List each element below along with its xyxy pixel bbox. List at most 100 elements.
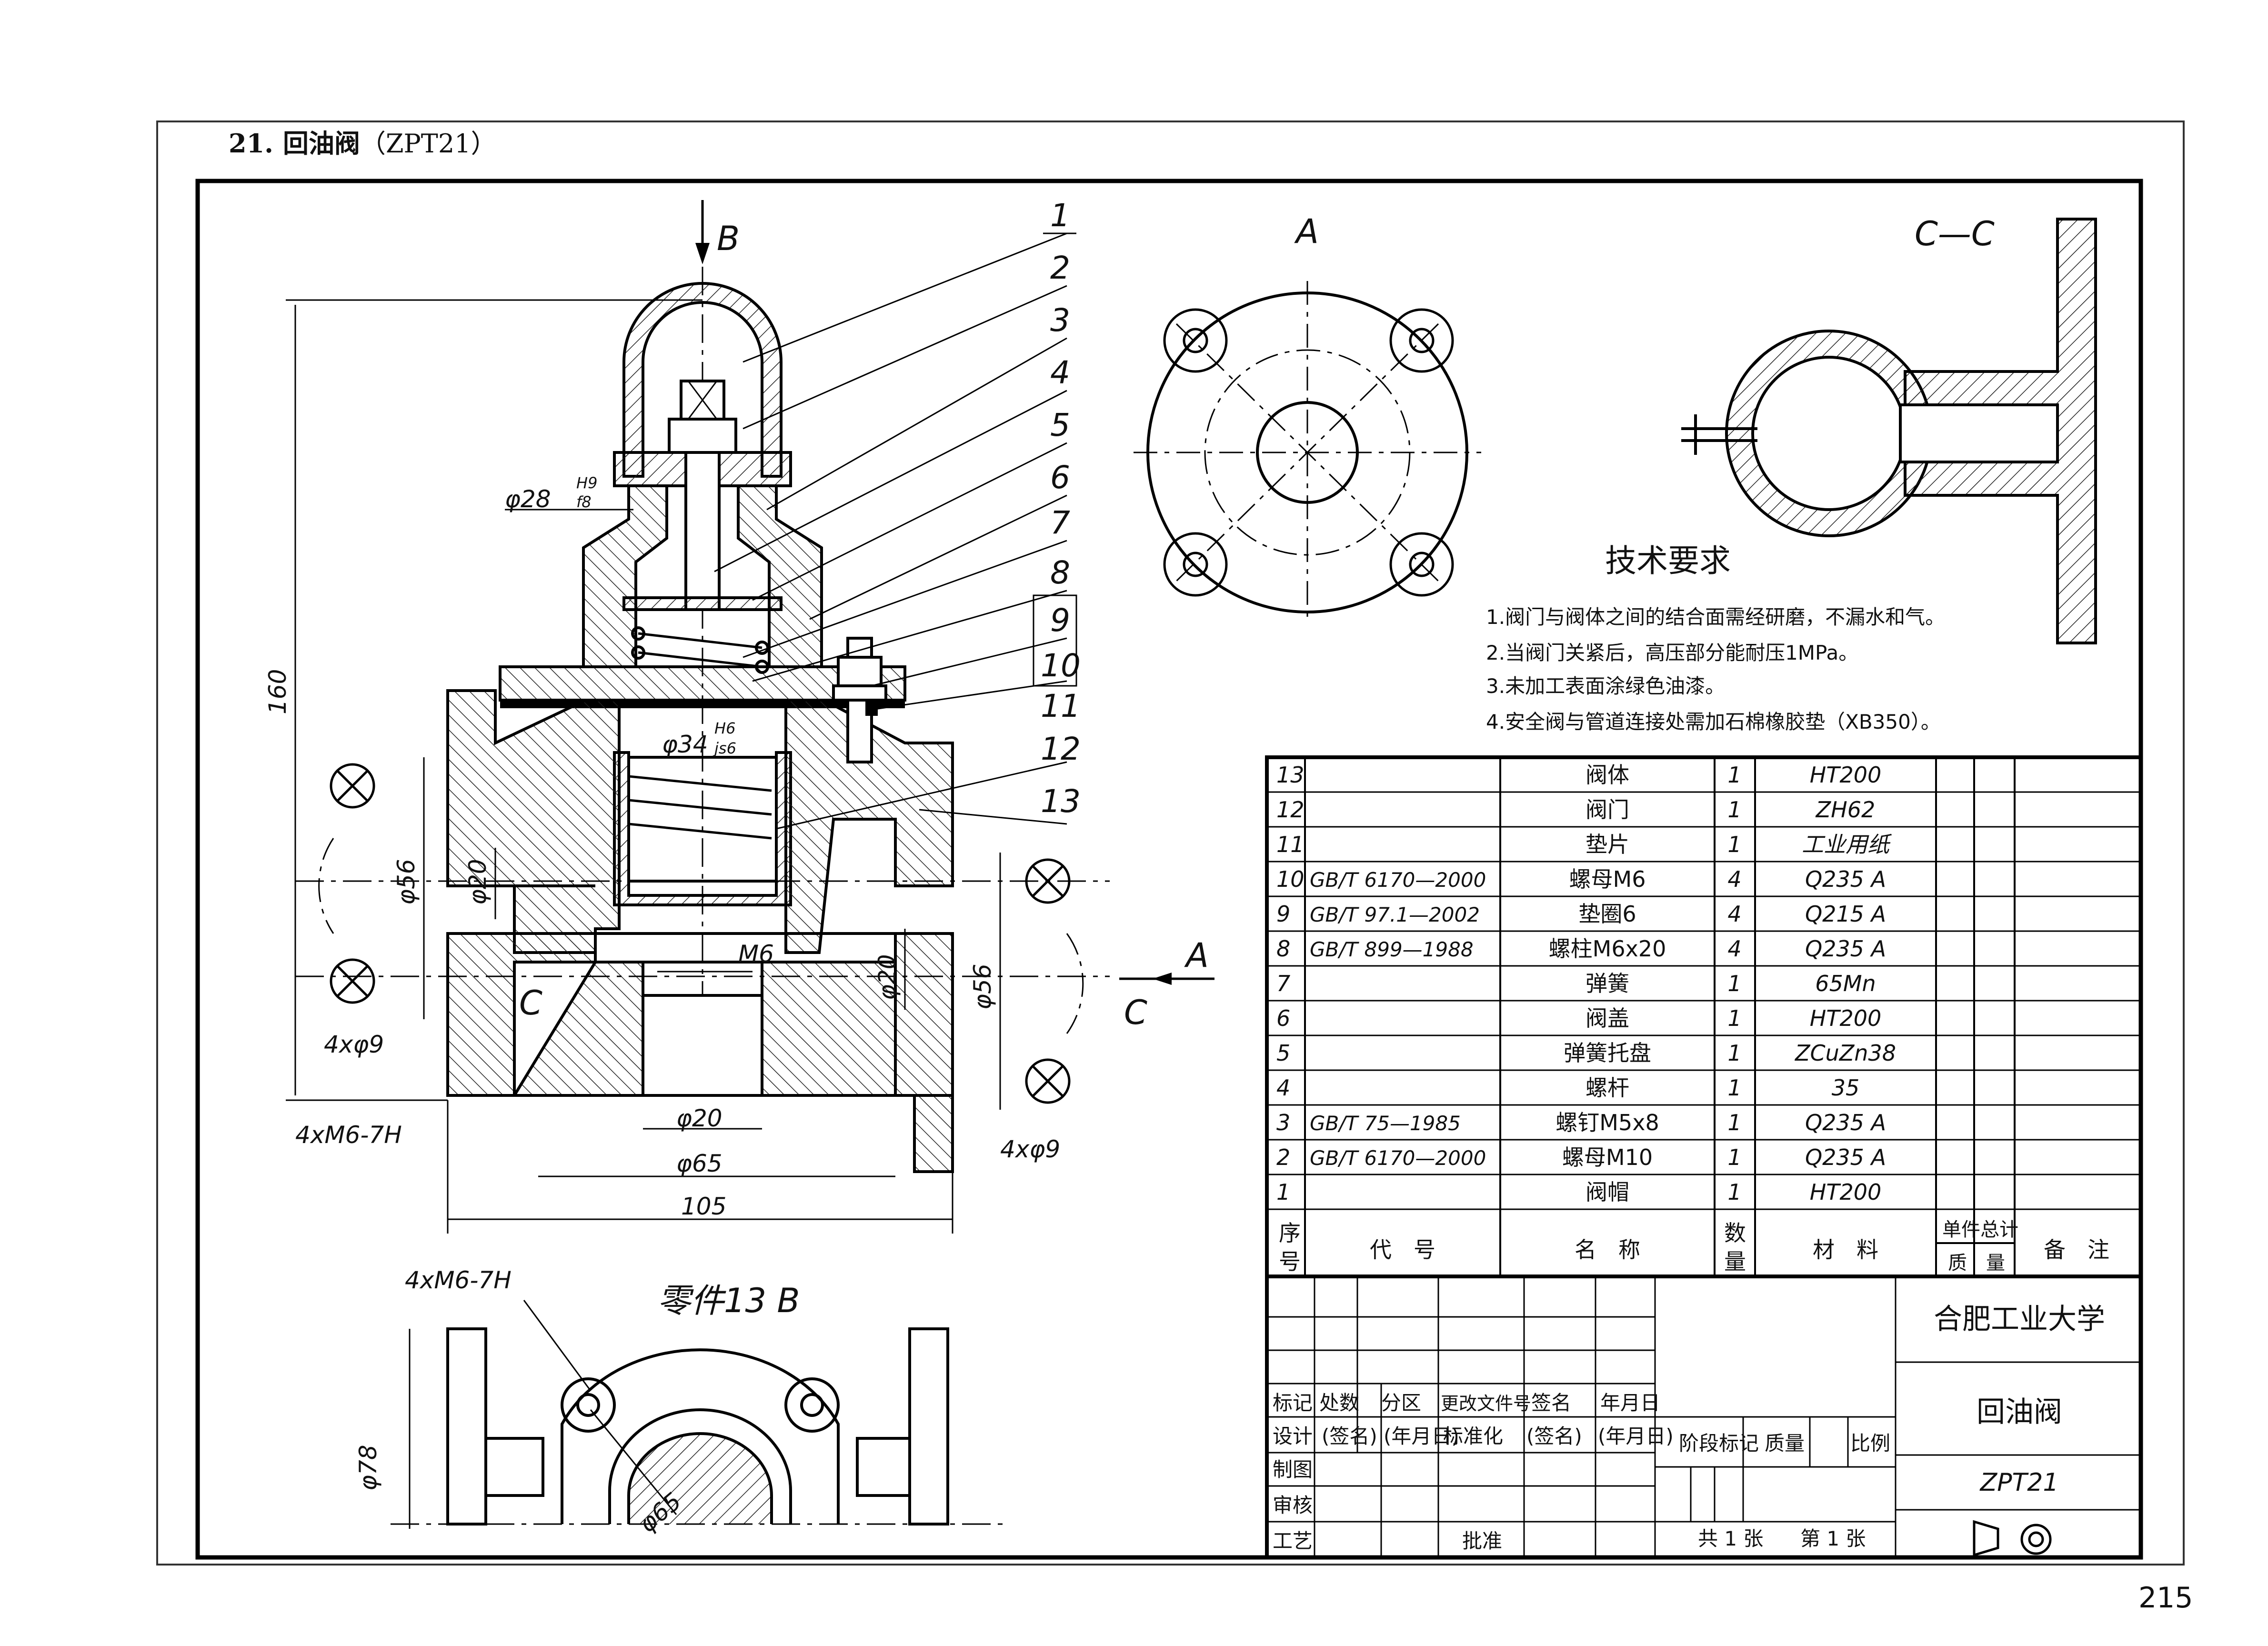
balloon-box-9-10	[1033, 594, 1077, 687]
balloon-13: 13	[1041, 783, 1081, 820]
bom-name: 螺杆	[1586, 1075, 1629, 1101]
tb-process: 工艺	[1273, 1529, 1313, 1553]
view-mark-a-right: A	[1184, 936, 1209, 975]
bom-hdr-code: 代 号	[1370, 1237, 1435, 1263]
view-a	[1134, 281, 1481, 624]
bom-name: 螺母M10	[1562, 1144, 1653, 1170]
balloon-10: 10	[1041, 647, 1081, 684]
dim-width: 105	[681, 1193, 726, 1220]
dim-bore-left: φ20	[464, 859, 492, 905]
balloon-12: 12	[1041, 731, 1081, 767]
tech-item-3: 3.未加工表面涂绿色油漆。	[1486, 674, 1725, 698]
dim-thread-holes: 4xM6-7H	[295, 1121, 402, 1149]
dim-fit-mid-hole: H6	[714, 719, 735, 737]
bom-name: 弹簧	[1586, 971, 1629, 996]
bom-name: 螺柱M6x20	[1549, 936, 1666, 962]
main-view	[286, 200, 1214, 1234]
bom-no: 5	[1276, 1040, 1290, 1066]
bom-no: 10	[1276, 866, 1305, 892]
tb-sign-name2: (签名)	[1526, 1425, 1582, 1448]
bom-hdr-qty-2: 量	[1724, 1249, 1746, 1275]
bom-qty: 1	[1727, 797, 1741, 823]
dim-flange-right: φ56	[969, 964, 996, 1010]
dim-bottom-bore: φ20	[676, 1104, 723, 1132]
bom-name: 垫片	[1586, 832, 1629, 857]
bom-qty: 1	[1727, 762, 1741, 788]
bom-no: 1	[1276, 1179, 1290, 1205]
bom-no: 8	[1276, 936, 1290, 962]
bom-qty: 1	[1727, 1179, 1741, 1205]
bom-name: 阀门	[1586, 797, 1629, 823]
main-view-dimensions: B 160 φ28 H9 f8 φ34 H6 js6 φ56 φ20 M6 φ2…	[264, 219, 1209, 1220]
bom-hdr-material: 材 料	[1813, 1237, 1878, 1263]
tb-stage: 阶段标记	[1679, 1432, 1759, 1455]
bom-table	[1265, 755, 2143, 1278]
part13-dim-height: φ78	[354, 1445, 382, 1491]
dim-bore-right: φ20	[873, 954, 901, 1000]
tb-label-sign: 签名	[1531, 1391, 1571, 1415]
bom-no: 2	[1276, 1144, 1290, 1170]
dim-height: 160	[264, 669, 291, 714]
part13-view	[391, 1300, 1010, 1529]
tb-school: 合肥工业大学	[1934, 1303, 2105, 1336]
tb-draw: 制图	[1273, 1458, 1313, 1481]
bom-qty: 1	[1727, 1110, 1741, 1135]
balloon-11: 11	[1041, 688, 1081, 724]
bom-hdr-mass-2: 量	[1986, 1252, 2005, 1274]
tb-label-zone: 分区	[1381, 1391, 1421, 1415]
tech-item-1: 1.阀门与阀体之间的结合面需经研磨，不漏水和气。	[1486, 605, 1945, 629]
tb-label-changefile: 更改文件号	[1441, 1393, 1531, 1414]
bom-material: Q235 A	[1805, 1110, 1886, 1135]
bom-qty: 4	[1727, 936, 1741, 962]
bom-hdr-total: 总计	[1980, 1219, 2018, 1241]
bom-name: 垫圈6	[1578, 901, 1636, 927]
bom-name: 螺母M6	[1569, 866, 1646, 892]
part13-title: 零件13 B	[657, 1281, 800, 1320]
tb-label-date: 年月日	[1600, 1391, 1660, 1415]
balloon-3: 3	[1050, 302, 1070, 339]
dim-flange-left: φ56	[392, 859, 420, 905]
bom-hdr-no-2: 号	[1279, 1249, 1301, 1275]
bom-code: GB/T 75—1985	[1310, 1112, 1461, 1135]
section-mark-c-right: C	[1124, 993, 1147, 1032]
dim-thread: M6	[738, 940, 774, 968]
tb-mass: 质量	[1765, 1432, 1805, 1455]
balloon-7: 7	[1050, 504, 1070, 541]
dim-bottom-flange: φ65	[676, 1150, 723, 1177]
bom-hdr-unit: 单件	[1942, 1219, 1980, 1241]
tb-approve: 批准	[1462, 1529, 1502, 1553]
bom-hdr-qty-1: 数	[1724, 1220, 1746, 1246]
tb-drawing-code: ZPT21	[1979, 1468, 2059, 1497]
page-number: 215	[2138, 1581, 2193, 1615]
bom-name: 阀帽	[1586, 1179, 1629, 1205]
tech-requirements: 技术要求 1.阀门与阀体之间的结合面需经研磨，不漏水和气。 2.当阀门关紧后，高…	[1486, 542, 1945, 733]
bom-no: 12	[1276, 797, 1305, 823]
bom-no: 13	[1276, 762, 1305, 788]
bom-name: 阀体	[1586, 762, 1629, 788]
bom-material: HT200	[1810, 1005, 1882, 1031]
balloon-6: 6	[1050, 459, 1070, 496]
bom-no: 4	[1276, 1075, 1290, 1101]
bom-hdr-remark: 备 注	[2044, 1237, 2109, 1263]
bom-no: 3	[1276, 1110, 1290, 1135]
bom-material: ZCuZn38	[1794, 1040, 1896, 1066]
balloon-1: 1	[1050, 197, 1070, 234]
balloon-9: 9	[1050, 602, 1070, 639]
part-balloons: 1 2 3 4 5 6 7 8 9 10 11 12 13	[1041, 197, 1081, 820]
title-block	[1265, 1275, 2143, 1559]
bom-material: 35	[1832, 1075, 1860, 1101]
balloon-2: 2	[1050, 250, 1070, 286]
tb-standard: 标准化	[1443, 1425, 1503, 1448]
bom-code: GB/T 6170—2000	[1310, 868, 1486, 892]
tb-scale: 比例	[1850, 1432, 1890, 1455]
bom-no: 7	[1276, 971, 1290, 996]
bom-hdr-mass-1: 质	[1948, 1252, 1967, 1274]
bom-qty: 1	[1727, 971, 1741, 996]
bom-material: 工业用纸	[1802, 832, 1892, 857]
section-cc-label: C—C	[1915, 214, 1995, 253]
dim-bolt-holes-right: 4xφ9	[1000, 1135, 1060, 1163]
title-block-text: 合肥工业大学 回油阀 ZPT21 标记 处数 分区 更改文件号 签名 年月日 设…	[1273, 1303, 2105, 1553]
bom-code: GB/T 899—1988	[1310, 938, 1474, 961]
